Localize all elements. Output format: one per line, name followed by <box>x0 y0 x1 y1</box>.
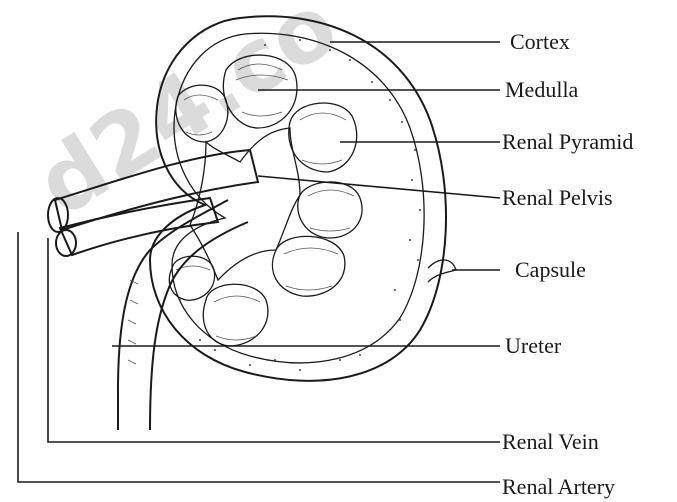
pyramid-right-lower <box>272 236 344 296</box>
pyramid-bottom <box>203 284 268 346</box>
label-renal-pelvis: Renal Pelvis <box>502 185 613 210</box>
label-medulla: Medulla <box>505 77 579 102</box>
label-ureter: Ureter <box>505 333 562 358</box>
label-renal-vein: Renal Vein <box>502 429 599 454</box>
label-cortex: Cortex <box>510 29 570 54</box>
leader-renal-artery <box>18 232 500 482</box>
leader-renal-vein <box>48 238 500 442</box>
label-capsule: Capsule <box>515 257 586 282</box>
label-renal-artery: Renal Artery <box>502 474 615 499</box>
leader-renal-pelvis <box>258 176 500 198</box>
ureter-vessel <box>118 200 248 430</box>
label-renal-pyramid: Renal Pyramid <box>502 129 633 154</box>
pyramid-lower-left <box>169 256 214 300</box>
labels: Cortex Medulla Renal Pyramid Renal Pelvi… <box>502 29 633 499</box>
